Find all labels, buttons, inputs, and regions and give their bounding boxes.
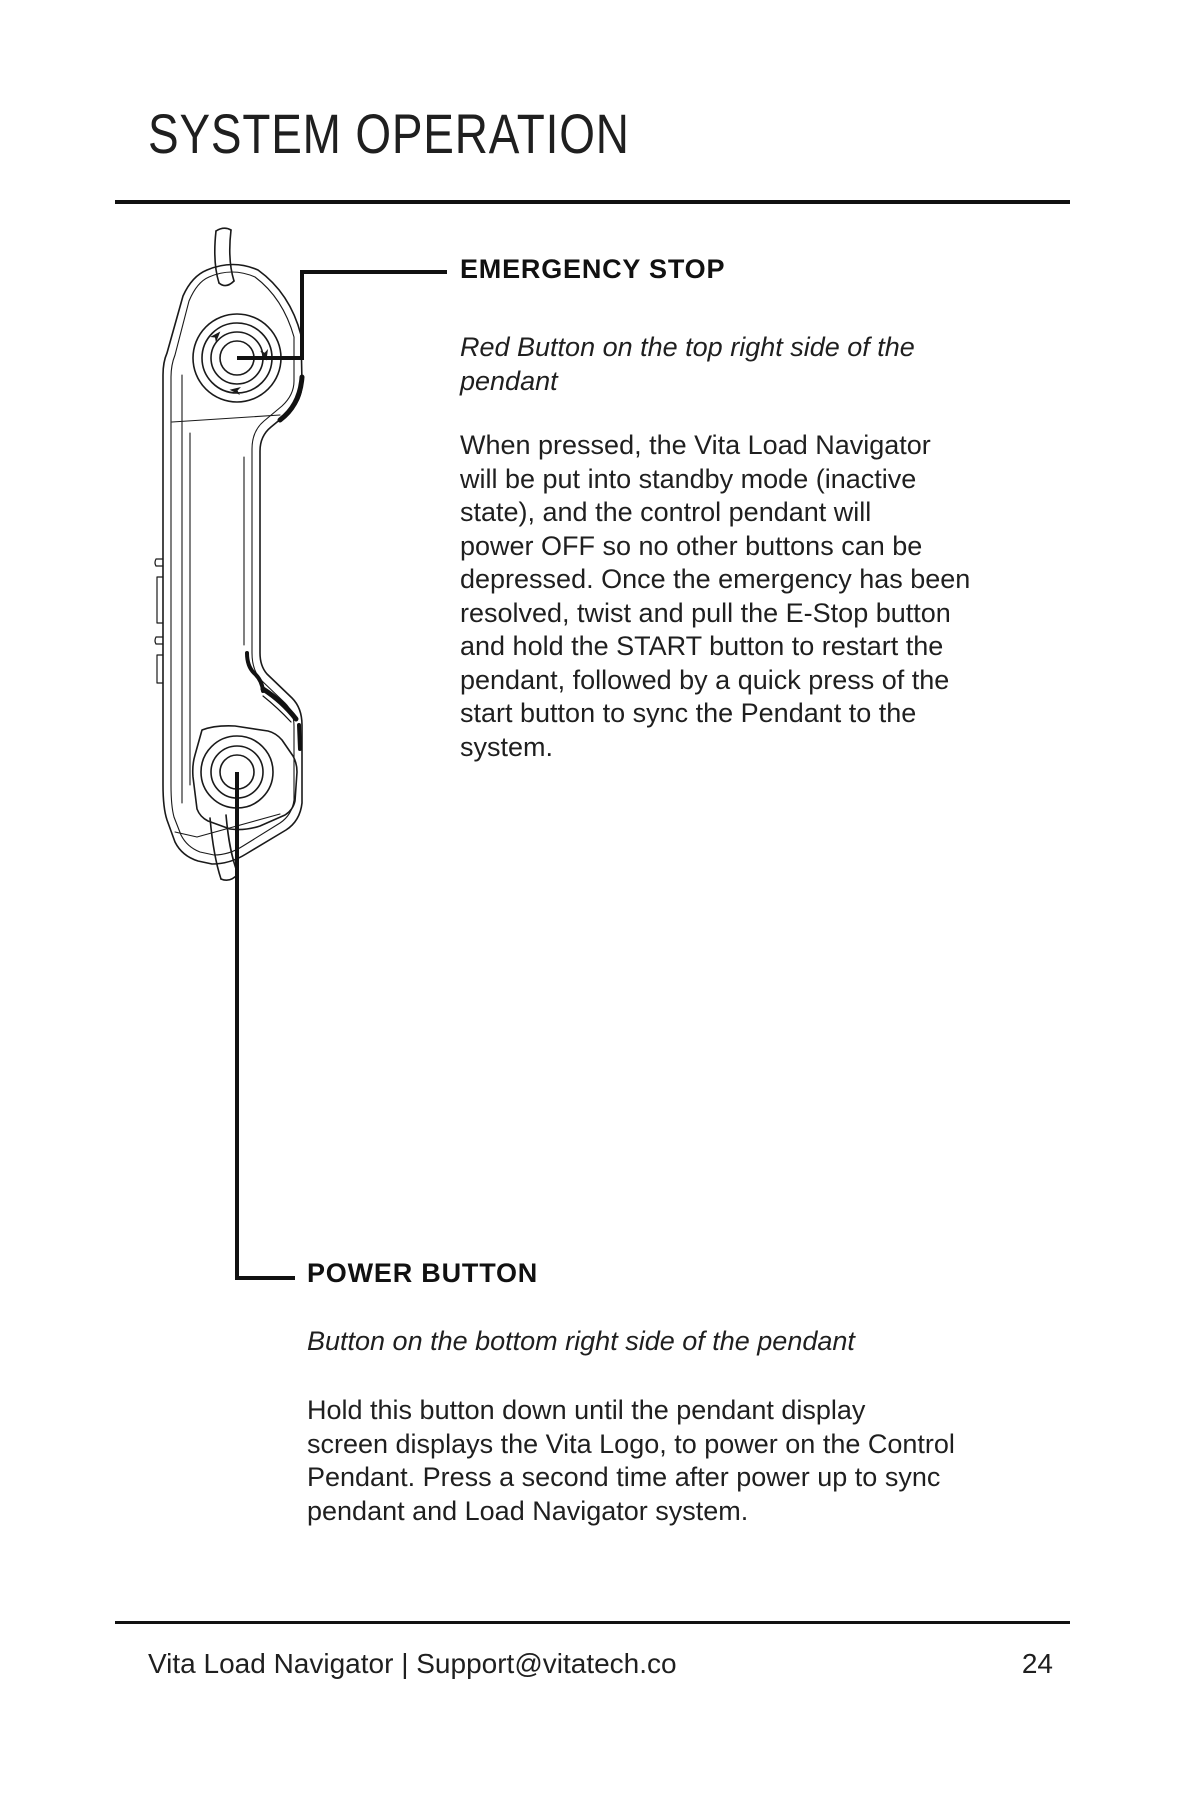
footer-divider-rule <box>115 1621 1070 1624</box>
power-button-subtitle: Button on the bottom right side of the p… <box>307 1326 855 1356</box>
emergency-stop-leader-line <box>300 270 447 274</box>
page-title: SYSTEM OPERATION <box>148 102 630 165</box>
emergency-stop-heading: EMERGENCY STOP <box>460 254 726 284</box>
shading-accents <box>245 374 305 751</box>
page-number: 24 <box>1021 1648 1053 1679</box>
power-button-leader-line <box>235 1276 295 1280</box>
strap-slot-bottom <box>209 814 239 881</box>
power-button-description: Hold this button down until the pendant … <box>307 1395 955 1526</box>
footer-text: Vita Load Navigator | Support@vitatech.c… <box>148 1648 677 1679</box>
emergency-stop-subtitle: Red Button on the top right side of the … <box>460 332 915 396</box>
power-button-leader-line <box>235 772 239 1280</box>
emergency-stop-description: When pressed, the Vita Load Navigator wi… <box>460 430 971 762</box>
emergency-stop-leader-line <box>237 356 304 360</box>
power-button-drawing <box>191 725 298 831</box>
twist-arrow-icon <box>229 387 241 395</box>
twist-arrow-icon <box>210 331 221 343</box>
title-divider-rule <box>115 200 1070 204</box>
emergency-stop-leader-line <box>300 270 304 360</box>
strap-slot-top <box>213 227 235 287</box>
power-button-heading: POWER BUTTON <box>307 1258 539 1288</box>
side-buttons <box>154 558 164 684</box>
